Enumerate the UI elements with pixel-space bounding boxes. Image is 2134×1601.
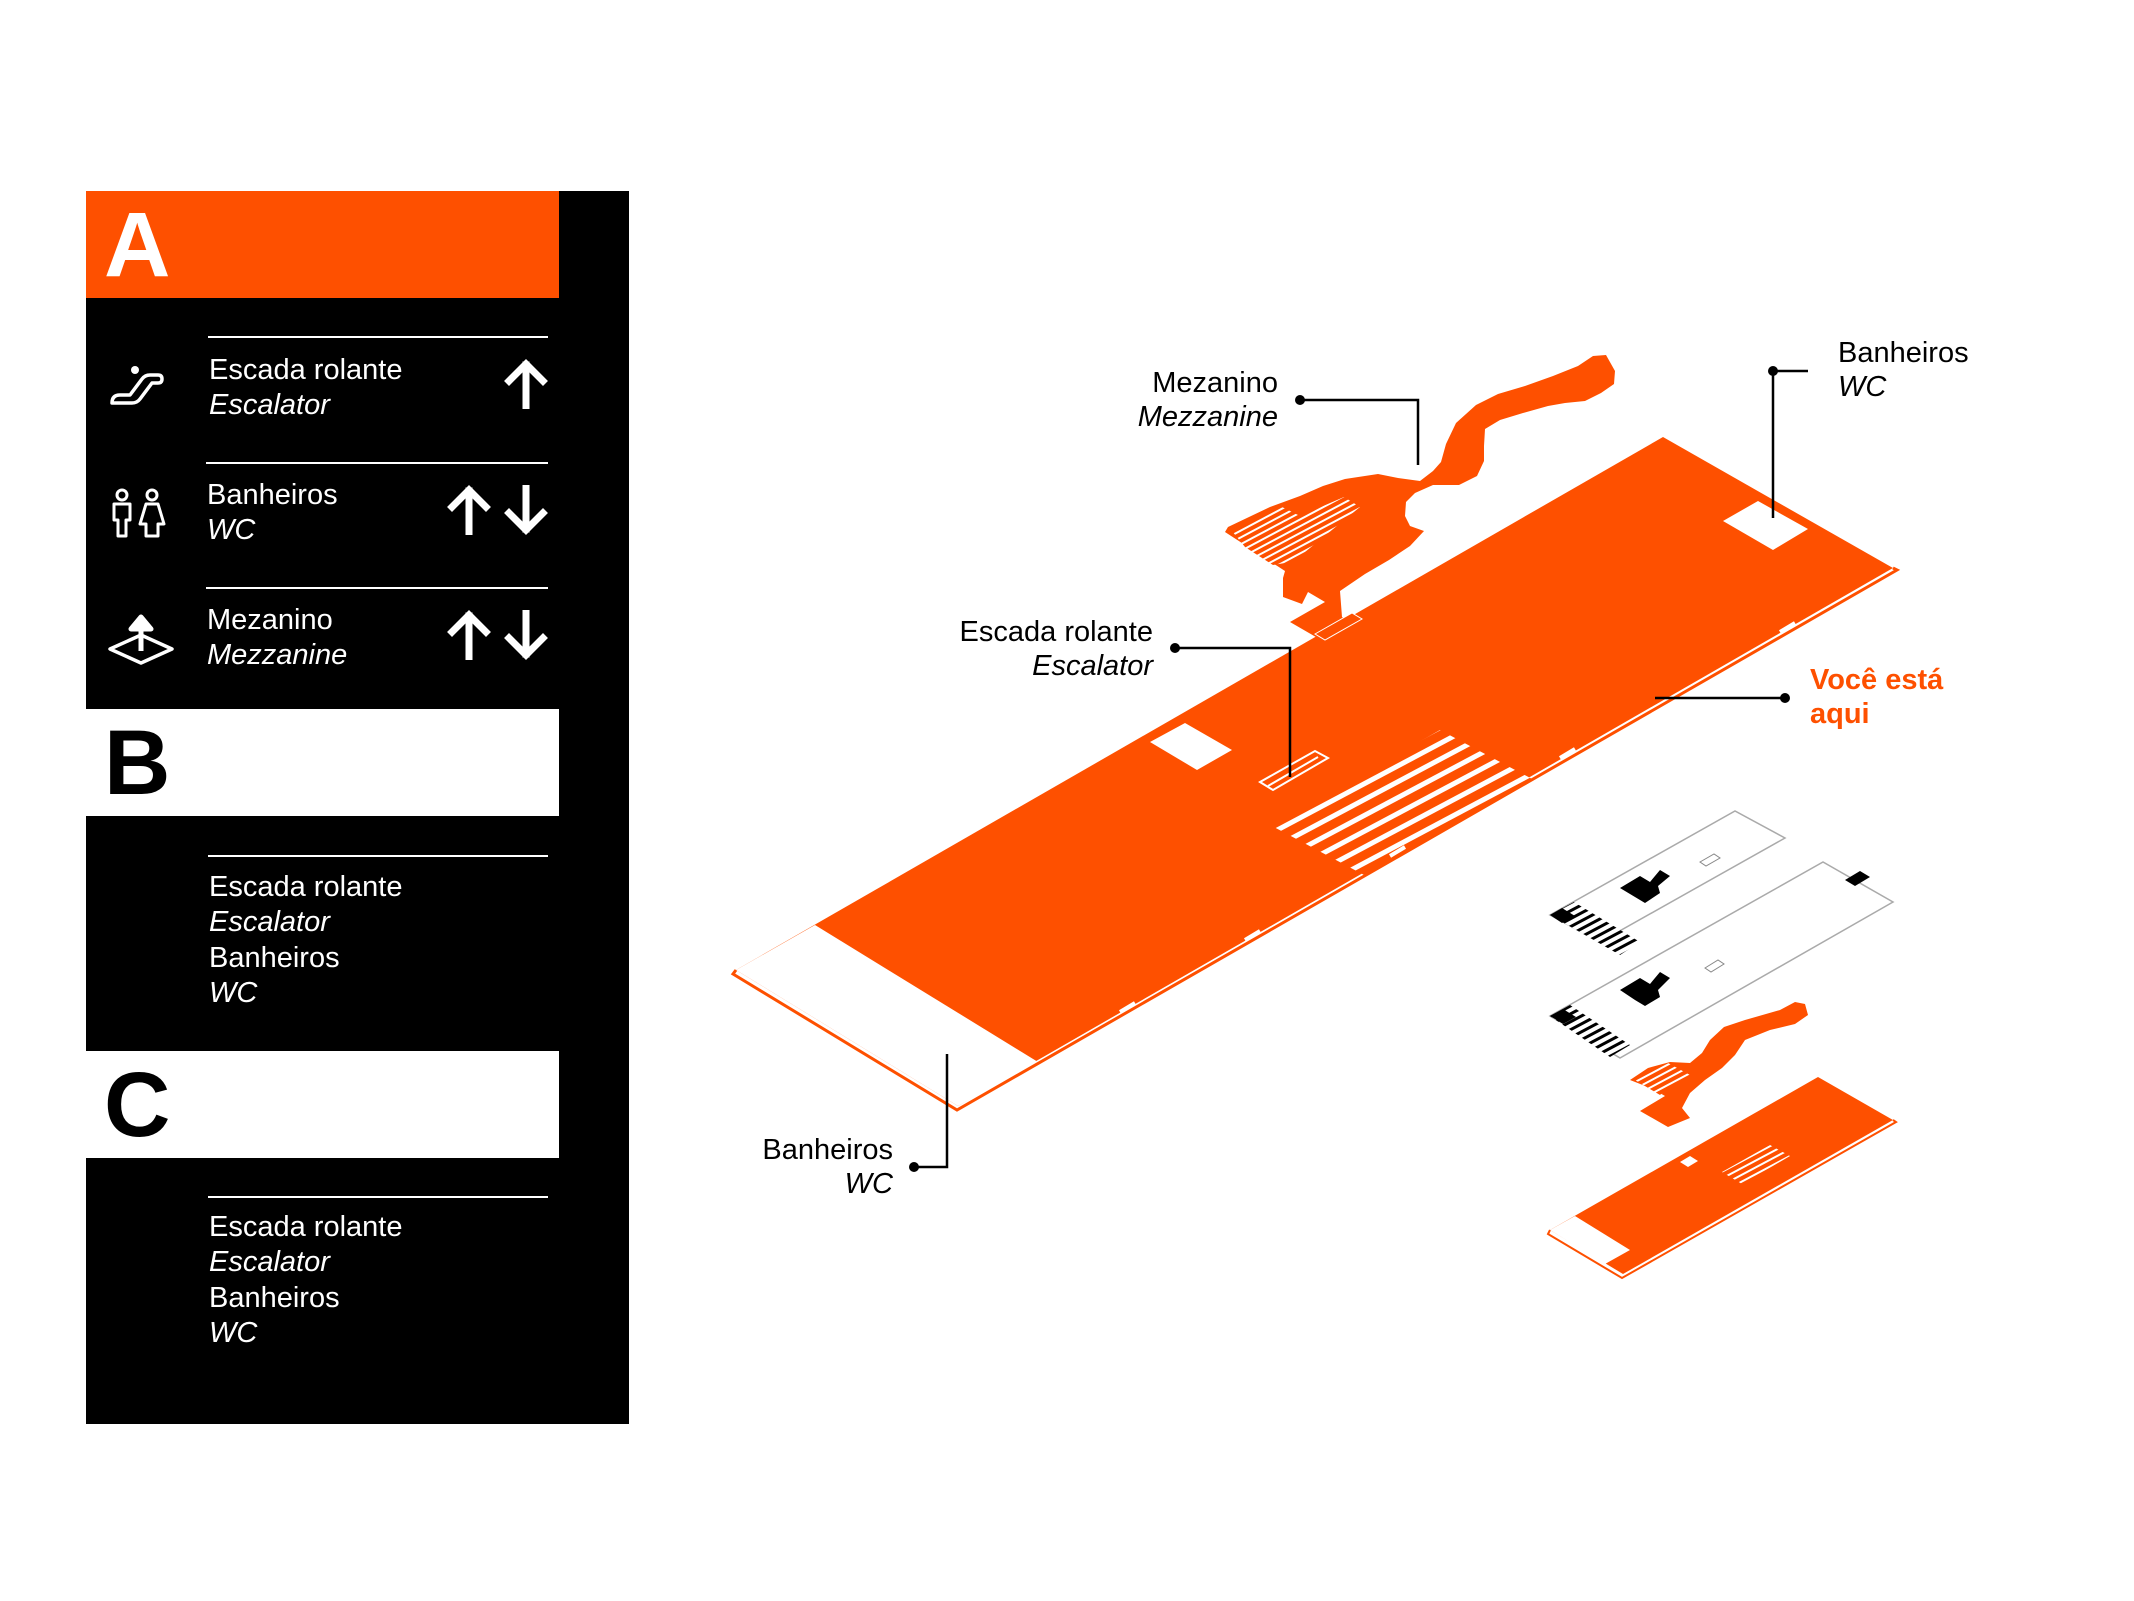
row-divider — [206, 587, 548, 589]
row-divider — [208, 336, 548, 338]
escalator-leader — [1175, 646, 1292, 777]
escalator-sublabel: Escalator — [209, 389, 330, 421]
callout-escalator-label: Escada rolante — [959, 616, 1153, 648]
arrow-down-icon — [504, 485, 548, 535]
section-b-restroom-label: Banheiros — [209, 942, 340, 974]
restroom-area-top — [1723, 501, 1808, 550]
section-c-restroom-label: Banheiros — [209, 1282, 340, 1314]
section-c-escalator-label: Escada rolante — [209, 1211, 403, 1243]
callout-restroom-top-sublabel: WC — [1838, 371, 1887, 403]
callout-restroom-top-label: Banheiros — [1838, 337, 1969, 369]
section-b-header: B — [86, 709, 559, 816]
thumbnail-level-c — [1548, 810, 1787, 955]
restroom-area-bottom — [736, 925, 1038, 1106]
escalator-icon — [110, 366, 164, 405]
mezzanine-label: Mezanino — [207, 604, 333, 636]
floor-plate — [736, 437, 1893, 1106]
callout-restroom-bottom-label: Banheiros — [762, 1134, 893, 1166]
section-c-restroom-sublabel: WC — [209, 1317, 258, 1349]
arrow-up-icon — [447, 610, 491, 660]
mezzanine-leader — [1300, 398, 1420, 465]
mezzanine-floor — [1225, 355, 1615, 644]
section-a-header: A — [86, 191, 559, 298]
escalator-marker — [1258, 749, 1331, 792]
section-c-header: C — [86, 1051, 559, 1158]
floor-thumbnails — [1546, 810, 1898, 1280]
directory-sign: A Escada rolante Escalator Banheiros WC … — [86, 191, 629, 1424]
mezzanine-icon — [108, 614, 174, 665]
section-a-letter: A — [104, 194, 171, 296]
white-room — [1150, 723, 1232, 770]
callout-restroom-bottom-sublabel: WC — [844, 1168, 893, 1200]
hatched-zone — [1272, 730, 1534, 876]
mezzanine-sublabel: Mezzanine — [207, 639, 348, 671]
main-floor — [730, 437, 1901, 1112]
callout-you-are-here: Você está aqui — [1810, 663, 1943, 731]
section-b-escalator-sublabel: Escalator — [209, 906, 330, 938]
arrow-up-icon — [447, 485, 491, 535]
callout-restroom-top: Banheiros WC — [1838, 336, 1969, 404]
callout-restroom-bottom: Banheiros WC — [700, 1133, 893, 1201]
callout-mezzanine: Mezanino Mezzanine — [1100, 366, 1278, 434]
callout-escalator: Escada rolante Escalator — [900, 615, 1153, 683]
callout-leaders — [914, 369, 1808, 1169]
escalator-label: Escada rolante — [209, 354, 403, 386]
section-b-letter: B — [104, 712, 171, 814]
row-divider — [206, 462, 548, 464]
restroom-icon — [112, 488, 166, 538]
callout-escalator-sublabel: Escalator — [1032, 650, 1153, 682]
restroom-sublabel: WC — [207, 514, 256, 546]
callout-mezzanine-label: Mezanino — [1152, 367, 1278, 399]
section-c-letter: C — [104, 1054, 171, 1156]
section-c-escalator-sublabel: Escalator — [209, 1246, 330, 1278]
thumbnail-level-b — [1548, 861, 1895, 1059]
thumbnail-level-a — [1546, 1077, 1898, 1280]
callout-you-are-here-line2: aqui — [1810, 698, 1870, 730]
thumbnail-mezzanine — [1630, 1002, 1808, 1127]
row-divider — [208, 1196, 548, 1198]
callout-you-are-here-line1: Você está — [1810, 664, 1944, 696]
row-divider — [208, 855, 548, 857]
arrow-down-icon — [504, 610, 548, 660]
section-b-escalator-label: Escada rolante — [209, 871, 403, 903]
restroom-label: Banheiros — [207, 479, 338, 511]
restroom-bottom-leader — [914, 1054, 949, 1169]
arrow-up-icon — [504, 359, 548, 409]
section-b-restroom-sublabel: WC — [209, 977, 258, 1009]
callout-mezzanine-sublabel: Mezzanine — [1137, 401, 1278, 433]
